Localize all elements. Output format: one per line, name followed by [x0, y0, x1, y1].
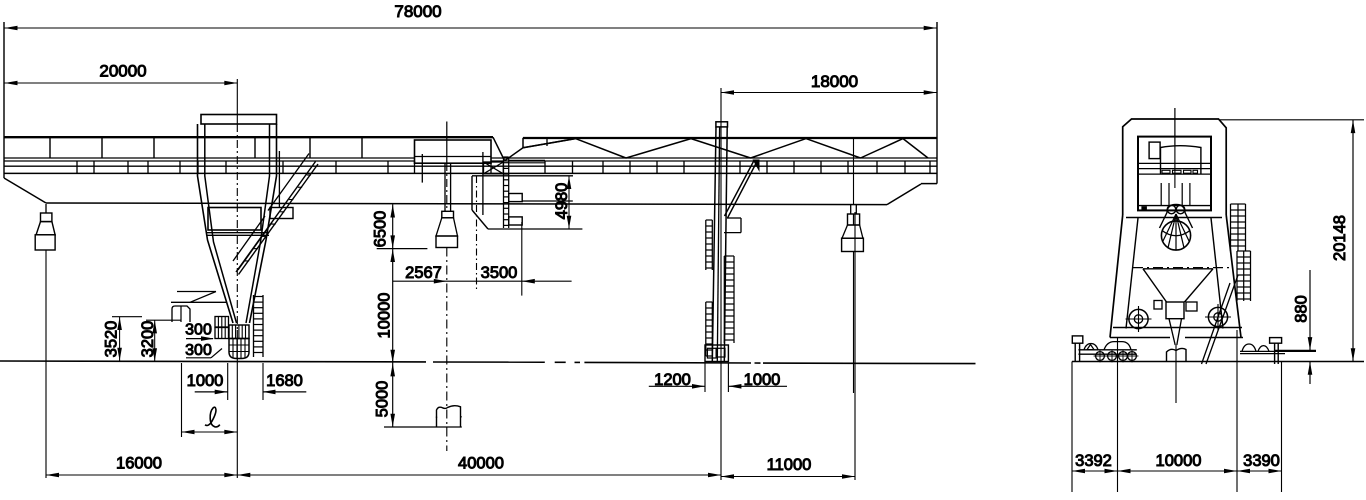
svg-text:18000: 18000: [811, 72, 858, 91]
svg-text:3392: 3392: [1075, 452, 1112, 470]
svg-text:1200: 1200: [654, 371, 691, 389]
svg-text:300: 300: [185, 321, 212, 338]
svg-text:10000: 10000: [1156, 452, 1202, 470]
svg-text:40000: 40000: [458, 455, 504, 473]
svg-text:1680: 1680: [266, 372, 303, 390]
svg-text:3520: 3520: [103, 321, 121, 358]
svg-text:5000: 5000: [374, 381, 392, 418]
svg-text:10000: 10000: [376, 293, 394, 339]
svg-text:16000: 16000: [116, 455, 162, 473]
svg-text:3200: 3200: [139, 321, 157, 358]
svg-text:20000: 20000: [99, 62, 146, 81]
svg-text:11000: 11000: [767, 456, 812, 474]
svg-text:3390: 3390: [1243, 452, 1280, 470]
svg-text:6500: 6500: [372, 211, 390, 248]
svg-text:1000: 1000: [744, 371, 781, 389]
svg-text:300: 300: [185, 342, 212, 359]
svg-text:20148: 20148: [1331, 215, 1349, 261]
svg-text:3500: 3500: [481, 264, 518, 282]
svg-text:1000: 1000: [187, 372, 224, 390]
svg-text:78000: 78000: [394, 2, 441, 21]
svg-text:880: 880: [1293, 295, 1311, 323]
svg-text:4980: 4980: [553, 183, 571, 220]
svg-text:2567: 2567: [405, 264, 442, 282]
